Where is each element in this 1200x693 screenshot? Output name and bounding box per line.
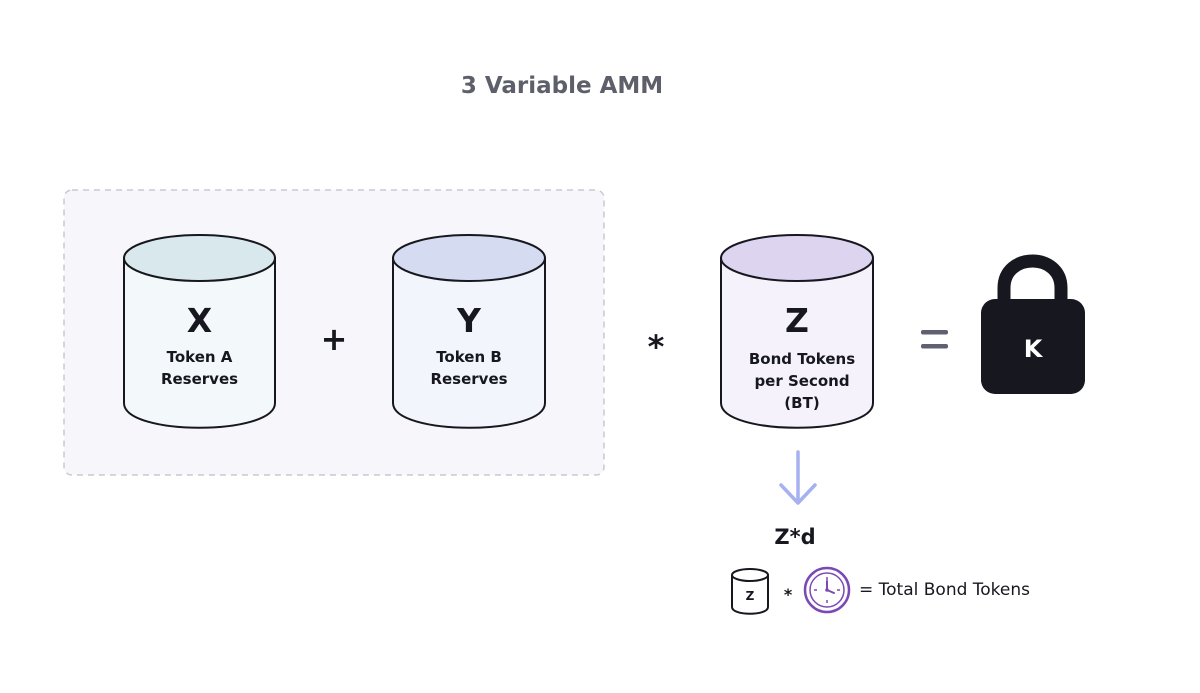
- clock-inner-ring: [809, 572, 845, 608]
- cylinder-x-body: [123, 257, 276, 429]
- down-arrow-icon: [779, 450, 817, 505]
- cylinder-z-letter: Z: [785, 301, 809, 340]
- plus-operator: +: [321, 320, 348, 358]
- derivation-result: Z*d: [774, 525, 815, 549]
- cylinder-z: Z Bond Tokens per Second (BT): [720, 234, 874, 429]
- clock-icon: [803, 566, 851, 614]
- cylinder-x-line-1: Token A: [167, 348, 233, 366]
- mini-cylinder-top: [731, 568, 769, 582]
- cylinder-z-line-3: (BT): [784, 394, 819, 412]
- cylinder-x-top: [123, 234, 276, 282]
- mini-cylinder-label: Z: [746, 589, 755, 603]
- equals-bar-bottom: [921, 344, 948, 349]
- cylinder-y-top: [392, 234, 546, 282]
- cylinder-z-body: [720, 257, 874, 429]
- diagram-title: 3 Variable AMM: [461, 73, 663, 99]
- derivation-equation-text: = Total Bond Tokens: [859, 580, 1030, 600]
- lock-shackle: [997, 254, 1068, 312]
- cylinder-z-line-1: Bond Tokens: [749, 350, 855, 368]
- cylinder-y-line-2: Reserves: [430, 370, 507, 388]
- cylinder-z-line-2: per Second: [754, 372, 849, 390]
- cylinder-x-line-2: Reserves: [161, 370, 238, 388]
- cylinder-y-letter: Y: [456, 301, 482, 340]
- mini-cylinder-z: Z: [731, 568, 769, 615]
- cylinder-y-line-1: Token B: [436, 348, 502, 366]
- lock-label: K: [1024, 335, 1044, 363]
- mini-cylinder-body: [731, 575, 769, 615]
- lock-body: [981, 299, 1085, 394]
- derivation-multiply: *: [784, 585, 793, 604]
- clock-center: [825, 588, 829, 592]
- multiply-operator: *: [648, 328, 665, 366]
- down-arrow-head: [779, 483, 817, 505]
- cylinder-z-top: [720, 234, 874, 282]
- equals-bar-top: [921, 330, 948, 335]
- cylinder-x: X Token A Reserves: [123, 234, 276, 429]
- cylinder-y-body: [392, 257, 546, 429]
- cylinder-y: Y Token B Reserves: [392, 234, 546, 429]
- cylinder-x-letter: X: [187, 301, 212, 340]
- equals-operator: [921, 330, 948, 349]
- lock-icon: K: [981, 254, 1085, 394]
